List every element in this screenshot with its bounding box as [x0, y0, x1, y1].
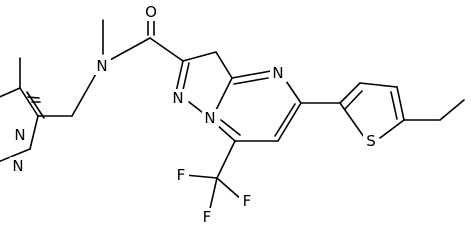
left-pyrazole-n1-atom: N — [10, 157, 27, 175]
bond — [344, 90, 363, 110]
bond — [109, 37, 151, 61]
bond — [390, 91, 398, 120]
bond — [19, 87, 39, 117]
fluorine-atom-2: F — [239, 192, 255, 210]
atom-label-n: N — [272, 64, 283, 82]
bridgehead-nitrogen-atom: N — [202, 109, 219, 127]
bond — [215, 51, 233, 79]
molecule-structure: O N N N N N N S — [0, 3, 465, 226]
pyrimidine-nitrogen-atom: N — [270, 64, 287, 82]
bond — [149, 37, 184, 62]
sulfur-atom: S — [363, 132, 379, 150]
pyrazole-n1-atom: N — [170, 89, 187, 107]
bond — [71, 71, 98, 117]
bond — [439, 99, 465, 121]
bond — [26, 91, 45, 119]
bonds — [0, 13, 465, 214]
bond — [182, 51, 217, 62]
left-pyrazole-n2-atom: N — [12, 126, 29, 144]
atom-label-n: N — [14, 126, 25, 144]
bond — [233, 77, 269, 85]
bond — [339, 82, 361, 104]
bond — [339, 102, 365, 138]
bond — [379, 119, 405, 139]
atom-label-f: F — [243, 192, 252, 210]
atom-label-n: N — [96, 57, 107, 75]
bond — [359, 82, 398, 88]
atom-label-n: N — [172, 89, 183, 107]
bond — [396, 86, 405, 121]
fluorine-atom-1: F — [173, 166, 189, 184]
bond — [231, 70, 272, 79]
bond — [27, 96, 40, 99]
oxygen-atom: O — [143, 3, 159, 21]
bond — [0, 148, 31, 163]
bond — [220, 119, 241, 136]
atom-label-s: S — [366, 132, 376, 150]
atom-label-n: N — [12, 157, 23, 175]
atoms: O N N N N N N S — [10, 3, 379, 226]
bond — [182, 62, 190, 91]
bond — [184, 174, 218, 179]
bond — [277, 102, 302, 142]
atom-label-n: N — [204, 109, 215, 127]
amide-nitrogen-atom: N — [94, 57, 111, 75]
bond — [215, 123, 236, 142]
fluorine-atom-3: F — [199, 208, 215, 226]
atom-label-f: F — [203, 208, 212, 226]
bond — [208, 177, 218, 214]
bond — [274, 103, 296, 137]
atom-label-f: F — [177, 166, 186, 184]
bond — [216, 177, 243, 201]
bond — [29, 115, 39, 150]
bond — [283, 77, 302, 104]
atom-label-o: O — [145, 3, 157, 21]
bond — [216, 140, 236, 179]
bond — [175, 60, 184, 93]
bond — [0, 87, 21, 98]
